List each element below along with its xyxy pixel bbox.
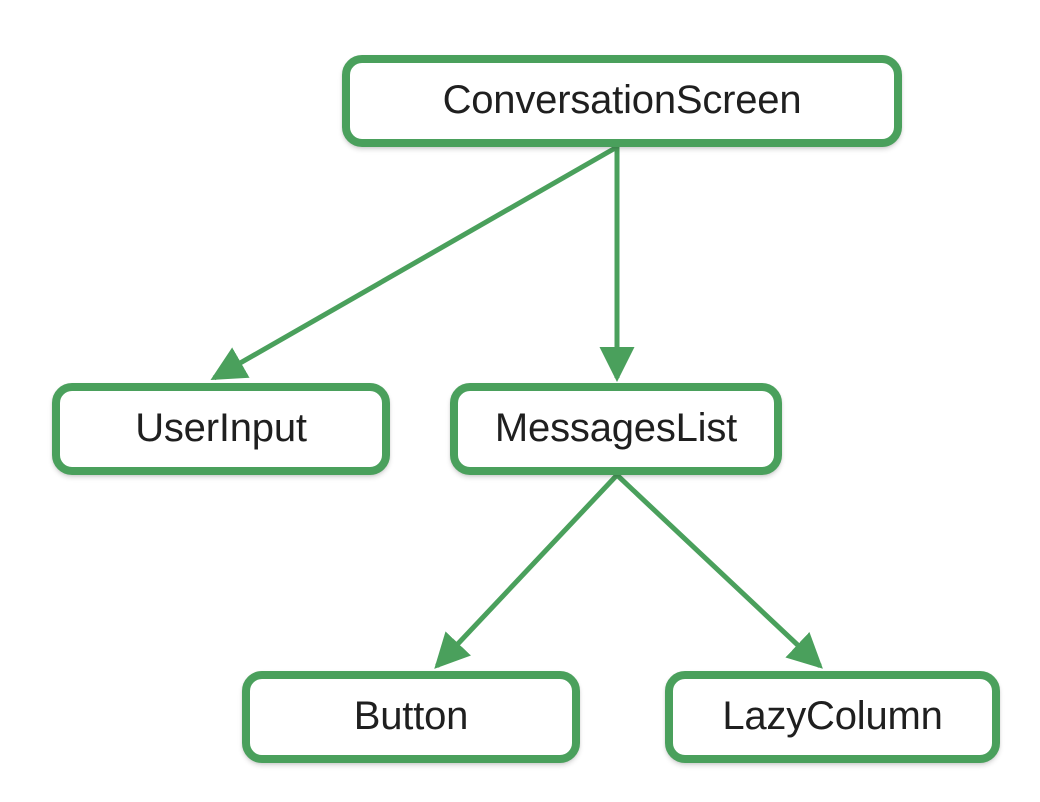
node-label: UserInput (135, 406, 307, 450)
node-label: LazyColumn (722, 694, 943, 738)
node-button[interactable]: Button (242, 671, 580, 763)
edge-messageslist-to-lazycolumn (615, 473, 823, 669)
node-label: ConversationScreen (442, 78, 802, 122)
node-conversationscreen[interactable]: ConversationScreen (342, 55, 902, 147)
edge-messageslist-to-button (434, 473, 619, 669)
node-lazycolumn[interactable]: LazyColumn (665, 671, 1000, 763)
node-label: MessagesList (494, 406, 738, 450)
node-userinput[interactable]: UserInput (52, 383, 390, 475)
node-label: Button (353, 694, 469, 738)
edge-conversationscreen-to-userinput (210, 144, 619, 381)
node-messageslist[interactable]: MessagesList (450, 383, 782, 475)
